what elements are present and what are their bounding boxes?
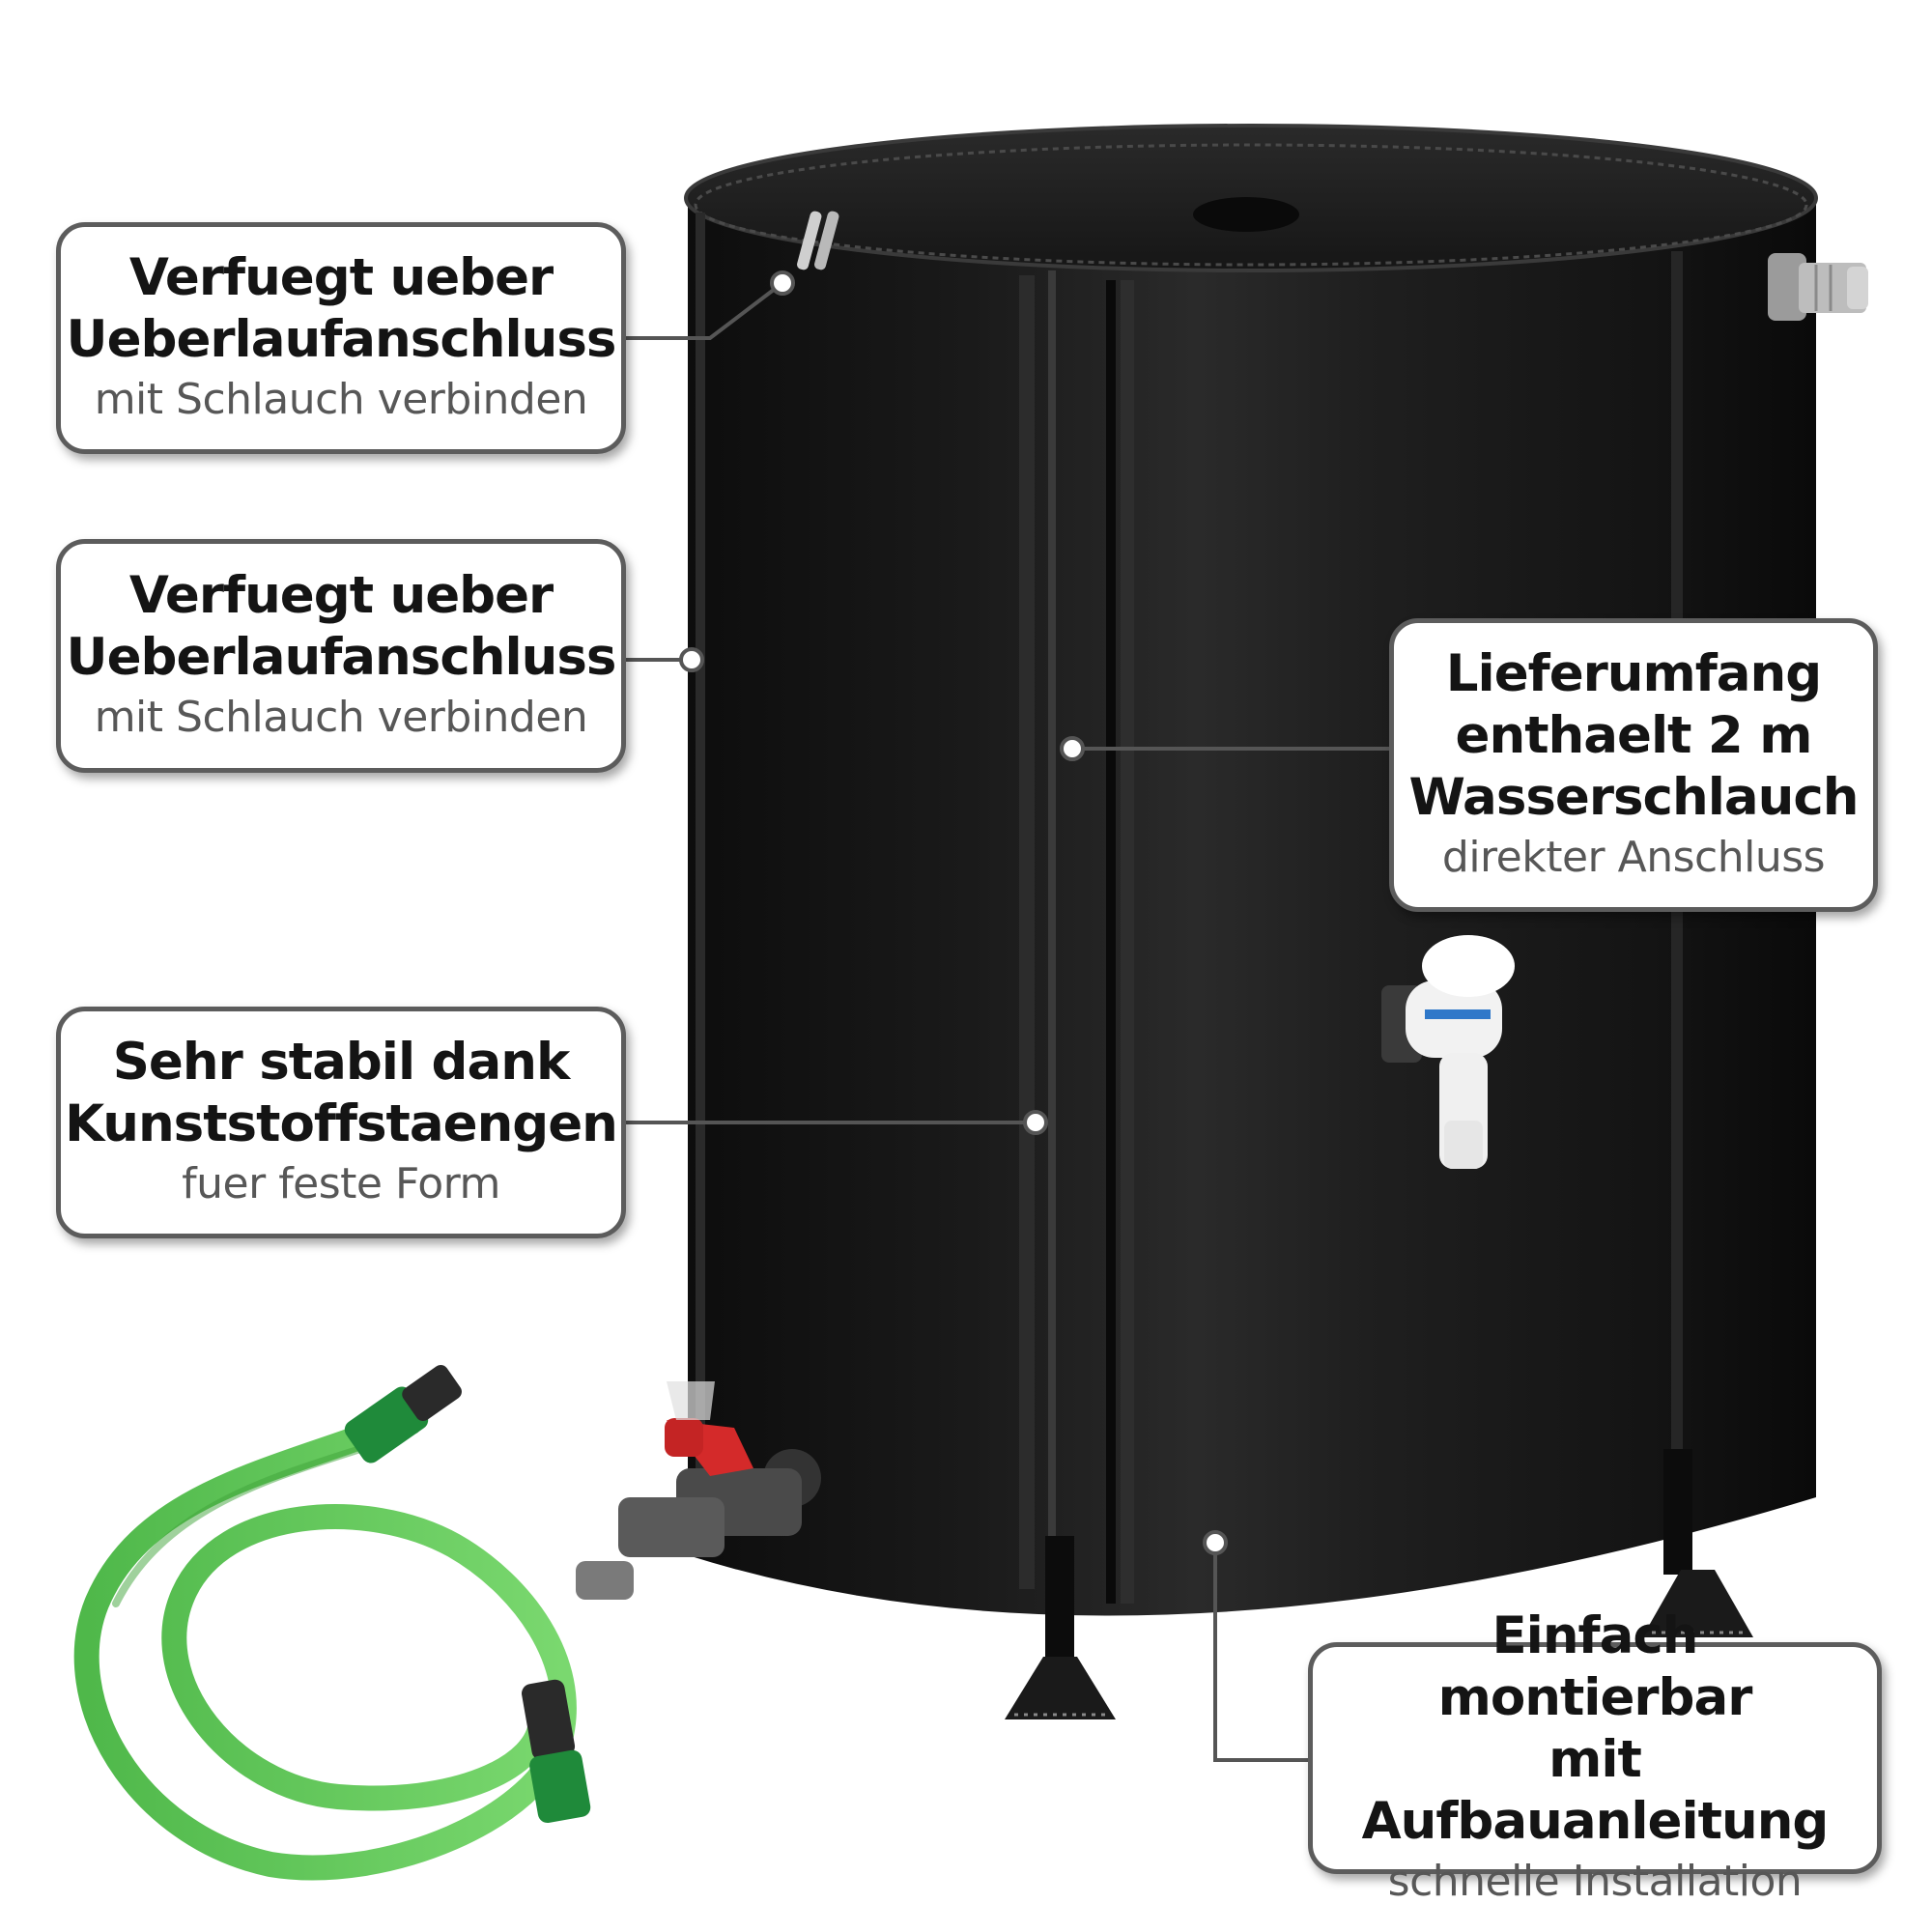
zipper-pull-icon [797, 211, 839, 270]
callout-subtitle: schnelle Installation [1387, 1857, 1803, 1906]
callout-title: Sehr stabil dank Kunststoffstaengen [65, 1033, 618, 1153]
callout-subtitle: direkter Anschluss [1441, 833, 1826, 882]
callout-subtitle: mit Schlauch verbinden [94, 693, 588, 742]
callout-hose-included: Lieferumfang enthaelt 2 m Wasserschlauch… [1389, 618, 1878, 912]
callout-subtitle: fuer feste Form [182, 1159, 500, 1208]
callout-easy-assembly: Einfach montierbar mit Aufbauanleitung s… [1308, 1606, 1882, 1906]
connector-lines [626, 270, 1389, 1762]
rain-barrel-icon [684, 124, 1818, 1616]
callout-overflow-connection-2: Verfuegt ueber Ueberlaufanschluss mit Sc… [56, 539, 626, 773]
drain-valve-icon [576, 1381, 821, 1600]
callout-title: Einfach montierbar mit Aufbauanleitung [1361, 1606, 1830, 1851]
callout-title: Verfuegt ueber Ueberlaufanschluss [66, 248, 617, 369]
white-tap-icon [1381, 935, 1515, 1169]
callout-title: Verfuegt ueber Ueberlaufanschluss [66, 566, 617, 687]
overflow-connector-icon [1768, 253, 1868, 321]
garden-hose-icon [73, 1365, 591, 1881]
callout-overflow-connection: Verfuegt ueber Ueberlaufanschluss mit Sc… [56, 222, 626, 454]
callout-title: Lieferumfang enthaelt 2 m Wasserschlauch [1408, 644, 1859, 827]
callout-subtitle: mit Schlauch verbinden [94, 375, 588, 424]
support-foot-icon [1005, 1449, 1753, 1719]
callout-stable-poles: Sehr stabil dank Kunststoffstaengen fuer… [56, 1007, 626, 1238]
